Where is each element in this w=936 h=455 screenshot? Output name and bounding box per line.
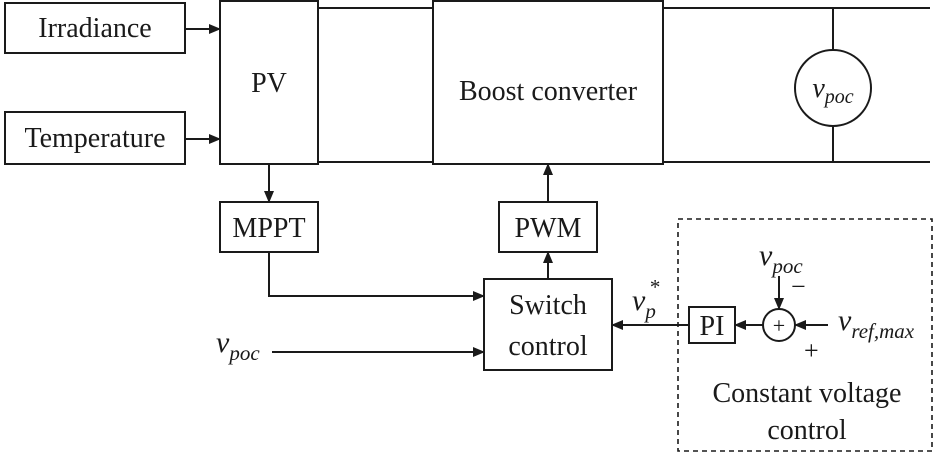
pi-label: PI <box>700 311 725 342</box>
mppt-to-switch-arrow <box>268 252 485 301</box>
vpoc-feedback-label: vpoc <box>759 239 803 278</box>
boost-converter-block: Boost converter <box>432 0 664 165</box>
pwm-block: PWM <box>498 201 598 253</box>
minus-sign: − <box>791 272 806 301</box>
vref-max-label: vref,max <box>838 304 915 343</box>
vp-star-label: vp* <box>632 275 660 323</box>
pv-block: PV <box>219 0 319 165</box>
vpoc-input-label: vpoc <box>216 326 260 365</box>
voltmeter-vpoc: vpoc <box>794 49 872 127</box>
switch-control-label-line2: control <box>508 331 588 362</box>
summing-junction-symbol: + <box>773 313 785 338</box>
constant-voltage-label-line1: Constant voltage <box>713 378 902 409</box>
temperature-label: Temperature <box>24 123 165 154</box>
irradiance-block: Irradiance <box>4 2 186 54</box>
voltmeter-label: vpoc <box>812 73 853 108</box>
constant-voltage-label-line2: control <box>767 415 847 446</box>
irradiance-label: Irradiance <box>38 13 151 44</box>
mppt-block: MPPT <box>219 201 319 253</box>
constant-voltage-control-region <box>677 218 933 452</box>
temperature-block: Temperature <box>4 111 186 165</box>
mppt-label: MPPT <box>232 213 305 244</box>
summing-junction: + <box>762 308 796 342</box>
pwm-label: PWM <box>515 213 582 244</box>
boost-converter-label: Boost converter <box>459 76 638 107</box>
switch-control-label-line1: Switch <box>509 290 587 321</box>
pi-block: PI <box>688 306 736 344</box>
pv-label: PV <box>251 68 287 99</box>
plus-sign: + <box>804 336 819 365</box>
switch-control-block: Switch control <box>483 278 613 371</box>
